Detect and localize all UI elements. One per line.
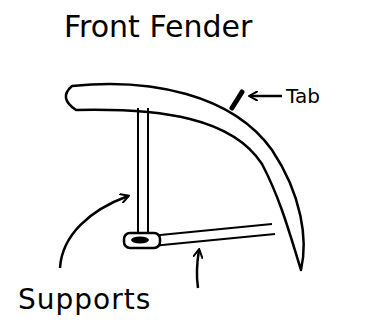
diagram-title: Front Fender <box>64 12 252 42</box>
horizontal-support <box>152 234 275 246</box>
support-clamp <box>124 233 160 248</box>
fender-body <box>66 84 304 270</box>
vertical-support <box>137 108 139 236</box>
part-label: Supports <box>18 286 151 314</box>
supports-leader <box>197 250 199 288</box>
part-label: Tab <box>286 86 320 106</box>
supports-leader <box>60 196 128 268</box>
clamp-bolt <box>131 237 149 244</box>
horizontal-support <box>150 224 272 236</box>
tab-leader <box>250 95 282 98</box>
tab-mark <box>232 92 242 108</box>
vertical-support <box>147 108 149 236</box>
